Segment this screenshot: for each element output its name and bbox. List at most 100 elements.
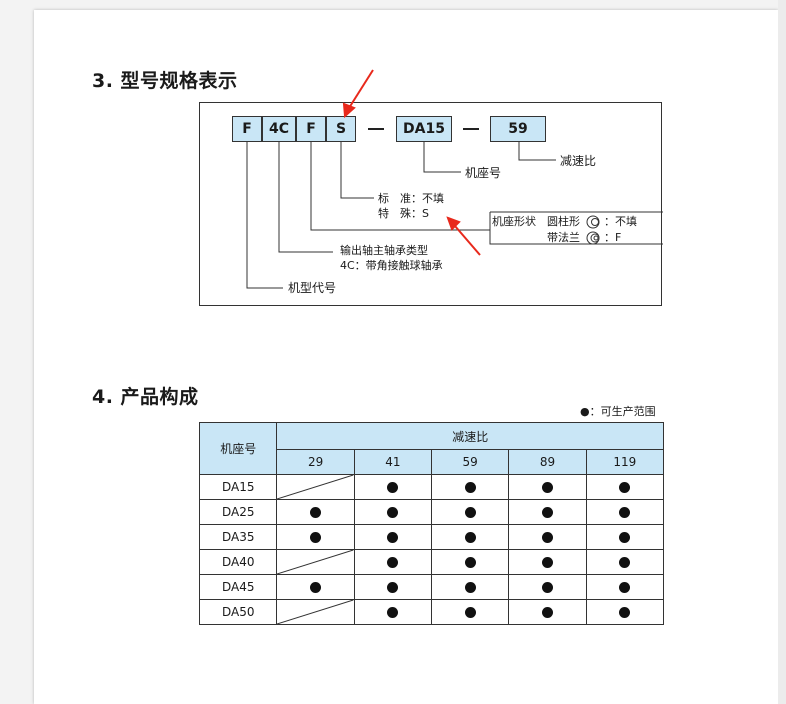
available-dot-icon bbox=[541, 532, 553, 543]
available-cell bbox=[431, 499, 510, 525]
unavailable-cell bbox=[276, 599, 355, 625]
frame-cell: DA45 bbox=[198, 574, 278, 600]
label-flange-value: ：F bbox=[604, 231, 622, 244]
available-dot-icon bbox=[541, 557, 553, 568]
available-dot-icon bbox=[464, 507, 476, 518]
available-cell bbox=[353, 474, 433, 500]
frame-cell: DA50 bbox=[198, 599, 278, 625]
available-dot-icon bbox=[464, 532, 476, 543]
table-row: DA25 bbox=[198, 499, 665, 525]
available-cell bbox=[276, 524, 355, 550]
diagonal-slash-icon bbox=[277, 600, 353, 624]
section-3-title: 3. 型号规格表示 bbox=[92, 70, 238, 92]
available-cell bbox=[353, 574, 433, 600]
available-dot-icon bbox=[387, 507, 399, 518]
frame-cell: DA35 bbox=[198, 524, 278, 550]
header-ratio-41: 41 bbox=[353, 449, 433, 475]
code-cell-ratio: 59 bbox=[490, 116, 546, 142]
frame-cell: DA25 bbox=[198, 499, 278, 525]
label-output-bearing-value: 4C：带角接触球轴承 bbox=[340, 259, 443, 272]
label-frame-no: 机座号 bbox=[465, 166, 502, 180]
available-dot-icon bbox=[310, 582, 322, 593]
available-dot-icon bbox=[464, 557, 476, 568]
available-cell bbox=[585, 524, 665, 550]
code-cell-special: S bbox=[326, 116, 356, 142]
label-model-code: 机型代号 bbox=[288, 281, 337, 295]
label-standard: 标 准：不填 bbox=[378, 192, 444, 205]
diagonal-slash-icon bbox=[277, 550, 353, 574]
available-cell bbox=[276, 574, 355, 600]
available-cell bbox=[431, 599, 510, 625]
available-cell bbox=[585, 574, 665, 600]
available-dot-icon bbox=[541, 482, 553, 493]
flange-icon bbox=[586, 231, 600, 245]
available-cell bbox=[508, 474, 587, 500]
annotation-arrows bbox=[342, 69, 481, 256]
label-frame-shape-title: 机座形状 bbox=[492, 215, 536, 228]
frame-cell: DA40 bbox=[198, 549, 278, 575]
available-dot-icon bbox=[619, 532, 631, 543]
scrollbar-track[interactable] bbox=[778, 0, 786, 704]
diagonal-slash-icon bbox=[277, 475, 353, 499]
available-dot-icon bbox=[464, 607, 476, 618]
model-code-diagram bbox=[199, 102, 662, 306]
available-cell bbox=[431, 474, 510, 500]
available-dot-icon bbox=[387, 532, 399, 543]
available-dot-icon bbox=[387, 582, 399, 593]
header-ratio-59: 59 bbox=[431, 449, 510, 475]
available-dot-icon bbox=[619, 557, 631, 568]
header-ratio-29: 29 bbox=[276, 449, 355, 475]
available-cell bbox=[353, 549, 433, 575]
label-flange: 带法兰 bbox=[547, 231, 580, 244]
legend-available: ●：可生产范围 bbox=[580, 405, 656, 418]
table-row: DA40 bbox=[198, 549, 665, 575]
available-cell bbox=[508, 499, 587, 525]
table-row: DA35 bbox=[198, 524, 665, 550]
available-cell bbox=[353, 524, 433, 550]
available-cell bbox=[431, 549, 510, 575]
available-dot-icon bbox=[310, 532, 322, 543]
available-cell bbox=[508, 599, 587, 625]
table-row: DA15 bbox=[198, 474, 665, 500]
code-dash-2 bbox=[463, 128, 479, 130]
label-special: 特 殊：S bbox=[378, 207, 429, 220]
available-dot-icon bbox=[387, 557, 399, 568]
available-dot-icon bbox=[541, 607, 553, 618]
available-dot-icon bbox=[387, 482, 399, 493]
code-cell-series: F bbox=[232, 116, 262, 142]
unavailable-cell bbox=[276, 474, 355, 500]
label-cylinder: 圆柱形 bbox=[547, 215, 580, 228]
available-cell bbox=[585, 549, 665, 575]
available-dot-icon bbox=[619, 607, 631, 618]
available-dot-icon bbox=[464, 482, 476, 493]
available-dot-icon bbox=[310, 507, 322, 518]
header-reduction-ratio: 减速比 bbox=[276, 422, 664, 450]
code-dash-1 bbox=[368, 128, 384, 130]
frame-cell: DA15 bbox=[198, 474, 278, 500]
cylinder-icon bbox=[586, 215, 600, 229]
available-dot-icon bbox=[619, 507, 631, 518]
label-output-bearing-title: 输出轴主轴承类型 bbox=[340, 244, 428, 257]
available-dot-icon bbox=[541, 507, 553, 518]
label-reduction-ratio: 减速比 bbox=[560, 154, 597, 168]
available-cell bbox=[585, 599, 665, 625]
section-4-title: 4. 产品构成 bbox=[92, 386, 199, 408]
header-ratio-89: 89 bbox=[508, 449, 587, 475]
available-dot-icon bbox=[619, 582, 631, 593]
available-dot-icon bbox=[464, 582, 476, 593]
available-dot-icon bbox=[387, 607, 399, 618]
code-cell-shape: F bbox=[296, 116, 326, 142]
available-cell bbox=[353, 599, 433, 625]
available-cell bbox=[431, 574, 510, 600]
unavailable-cell bbox=[276, 549, 355, 575]
label-cylinder-value: ：不填 bbox=[604, 215, 637, 228]
available-cell bbox=[353, 499, 433, 525]
available-cell bbox=[431, 524, 510, 550]
table-row: DA50 bbox=[198, 599, 665, 625]
available-dot-icon bbox=[541, 582, 553, 593]
code-cell-bearing: 4C bbox=[262, 116, 296, 142]
available-cell bbox=[508, 549, 587, 575]
available-cell bbox=[276, 499, 355, 525]
